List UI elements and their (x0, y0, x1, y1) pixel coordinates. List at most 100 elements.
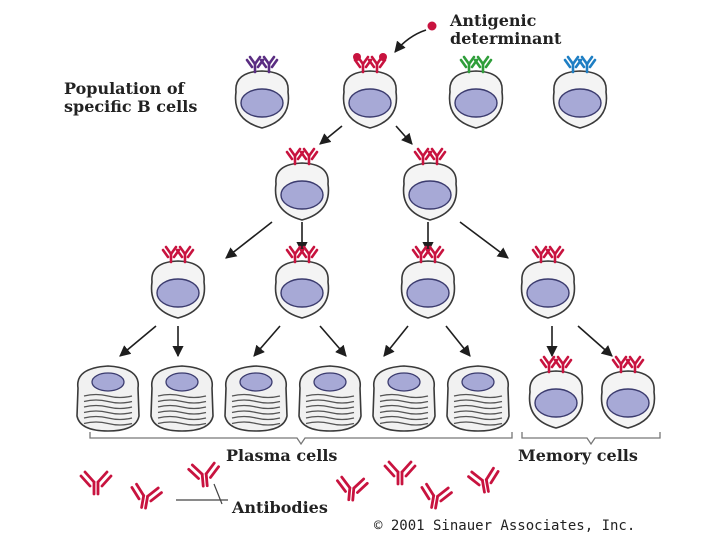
endoplasmic-reticulum (305, 421, 355, 426)
receptor-arm (253, 55, 262, 66)
antibody-arm (83, 470, 96, 484)
cell-nucleus (406, 278, 450, 308)
plasma-cell (150, 365, 214, 432)
receptor-chain (285, 150, 294, 161)
clone-cell (150, 245, 206, 319)
endoplasmic-reticulum (305, 399, 355, 404)
endoplasmic-reticulum (305, 415, 355, 421)
receptor-arm (164, 245, 173, 256)
receptor-arm (183, 245, 192, 256)
cell-nucleus (558, 88, 602, 118)
receptor-chain (411, 248, 420, 259)
surface-receptor (353, 55, 387, 74)
receptor-arm (628, 355, 637, 366)
endoplasmic-reticulum (157, 415, 207, 421)
endoplasmic-reticulum (305, 410, 355, 415)
surface-receptor (411, 245, 445, 264)
clone-cell (520, 245, 576, 319)
surface-receptor (459, 55, 493, 74)
antibody (336, 475, 369, 502)
cell-nucleus (606, 388, 650, 418)
receptor-arm (416, 147, 425, 158)
b-cell-selected (342, 53, 398, 129)
antibody (383, 460, 417, 486)
daughter-cell (402, 147, 458, 221)
antigen-dot (427, 21, 437, 31)
endoplasmic-reticulum (231, 410, 281, 415)
memory-cells-label: Memory cells (518, 446, 638, 465)
receptor-arm (419, 245, 428, 256)
receptor-arm (481, 55, 490, 66)
receptor-chain (161, 248, 170, 259)
receptor-arm (467, 55, 476, 66)
receptor-arm (307, 147, 316, 158)
endoplasmic-reticulum (83, 404, 133, 410)
plasma-cells-bracket (89, 432, 513, 446)
receptor-arm (462, 55, 471, 66)
antibody-light-chain (149, 491, 163, 503)
endoplasmic-reticulum (157, 404, 207, 410)
receptor-arm (433, 245, 442, 256)
antibody-arm (352, 477, 366, 490)
antibody-heavy-chain (200, 472, 205, 488)
cell-nucleus (454, 88, 498, 118)
endoplasmic-reticulum (83, 399, 133, 404)
plasma-cell-nucleus (313, 372, 347, 392)
copyright-label: © 2001 Sinauer Associates, Inc. (374, 518, 636, 534)
receptor-arm (435, 147, 444, 158)
antibody-arm (146, 486, 160, 498)
antibody-arm (340, 475, 352, 490)
antibody-heavy-chain (140, 494, 146, 509)
arrow-differentiation (119, 325, 157, 357)
receptor-arm (307, 245, 316, 256)
antibody-light-chain (187, 467, 200, 480)
arrow-differentiation (253, 325, 281, 357)
receptor-arm (293, 245, 302, 256)
receptor-chain (636, 358, 645, 369)
antibody (79, 470, 113, 496)
antigenic-determinant-label-line2: determinant (450, 29, 562, 48)
antibody-heavy-chain (347, 486, 352, 502)
antibody-heavy-chain (144, 494, 150, 510)
receptor-chain (539, 358, 548, 369)
plasma-cells-label: Plasma cells (226, 446, 338, 465)
cell-nucleus (156, 278, 200, 308)
cell-nucleus (534, 388, 578, 418)
arrow-division-right (395, 125, 413, 145)
endoplasmic-reticulum (379, 404, 429, 410)
antibody-light-chain (489, 470, 500, 485)
endoplasmic-reticulum (157, 393, 207, 399)
receptor-arm (614, 355, 623, 366)
antibody-light-chain (130, 486, 141, 501)
receptor-arm (548, 245, 557, 256)
arrow-division-left (319, 125, 343, 145)
antibody-arm (425, 482, 436, 498)
b-cell-purple (234, 55, 290, 129)
receptor-arm (561, 355, 570, 366)
receptor-chain (245, 58, 254, 69)
arrow-differentiation (319, 325, 347, 357)
bound-antigen (353, 53, 361, 61)
receptor-chain (378, 58, 387, 69)
receptor-arm (430, 147, 439, 158)
antibody (187, 461, 220, 488)
receptor-chain (459, 58, 468, 69)
endoplasmic-reticulum (231, 404, 281, 410)
antibody-arm (436, 486, 450, 498)
receptor-arm (534, 245, 543, 256)
antibody-light-chain (383, 464, 396, 478)
antibody-arm (190, 463, 204, 476)
antibody-light-chain (467, 475, 481, 487)
receptor-chain (425, 248, 434, 259)
surface-receptor (285, 245, 319, 264)
memory-cell (600, 355, 656, 429)
receptor-chain (545, 248, 554, 259)
surface-receptor (611, 355, 645, 374)
receptor-arm (293, 147, 302, 158)
endoplasmic-reticulum (453, 404, 503, 410)
population-label-line1: Population of (64, 79, 185, 98)
receptor-chain (473, 58, 482, 69)
receptor-arm (361, 55, 370, 66)
b-cell-blue (552, 55, 608, 129)
antigen-binding-arrow (394, 29, 427, 53)
